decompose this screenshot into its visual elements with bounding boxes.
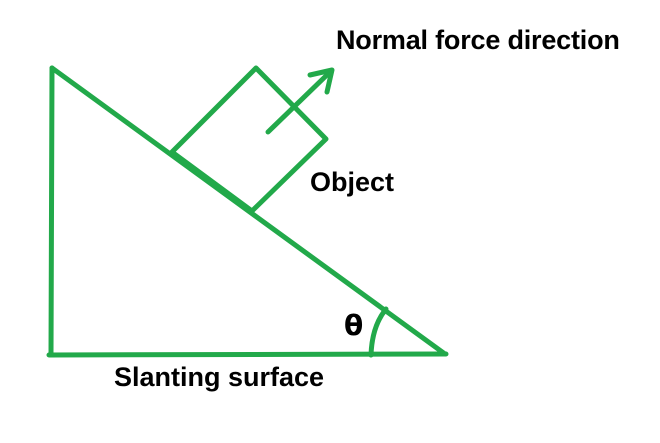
incline-vertical-leg-line	[48, 65, 55, 358]
slanting-surface-label: Slanting surface	[114, 362, 325, 392]
theta-angle-arc-path	[368, 306, 389, 358]
incline-horizontal-base-line	[46, 351, 449, 358]
normal-force-arrow-head	[307, 67, 335, 95]
normal-force-arrow-shaft	[265, 69, 333, 135]
theta-angle-label: θ	[344, 309, 364, 342]
object-label: Object	[310, 167, 395, 197]
normal-force-label: Normal force direction	[336, 25, 620, 55]
object-block-shape	[169, 65, 329, 214]
